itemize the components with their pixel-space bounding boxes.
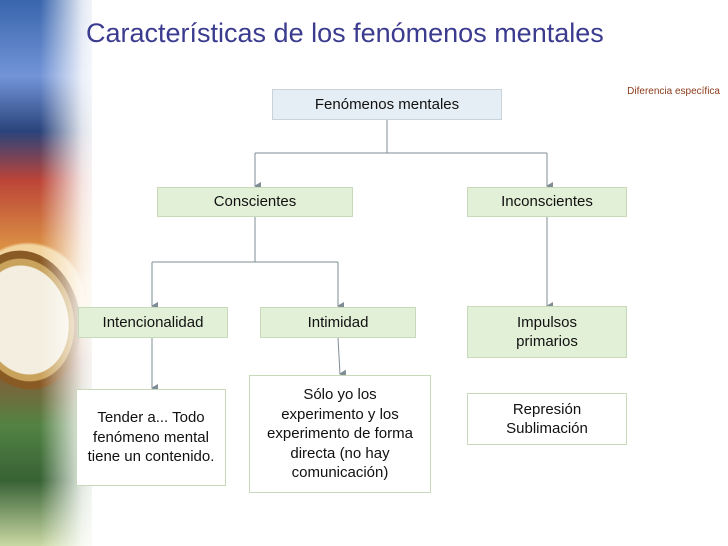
box-tender-a: Tender a... Todo fenómeno mental tiene u… — [76, 389, 226, 486]
box-solo-yo: Sólo yo los experimento y los experiment… — [249, 375, 431, 493]
diferencia-note: Diferencia específica — [627, 86, 720, 97]
box-inconscientes: Inconscientes — [467, 187, 627, 217]
box-intencionalidad: Intencionalidad — [78, 307, 228, 338]
box-impulsos-primarios: Impulsos primarios — [467, 306, 627, 358]
slide-title: Características de los fenómenos mentale… — [86, 18, 604, 48]
box-conscientes: Conscientes — [157, 187, 353, 217]
box-fenomenos-mentales: Fenómenos mentales — [272, 89, 502, 120]
box-represion-sublimacion: Represión Sublimación — [467, 393, 627, 445]
box-intimidad: Intimidad — [260, 307, 416, 338]
